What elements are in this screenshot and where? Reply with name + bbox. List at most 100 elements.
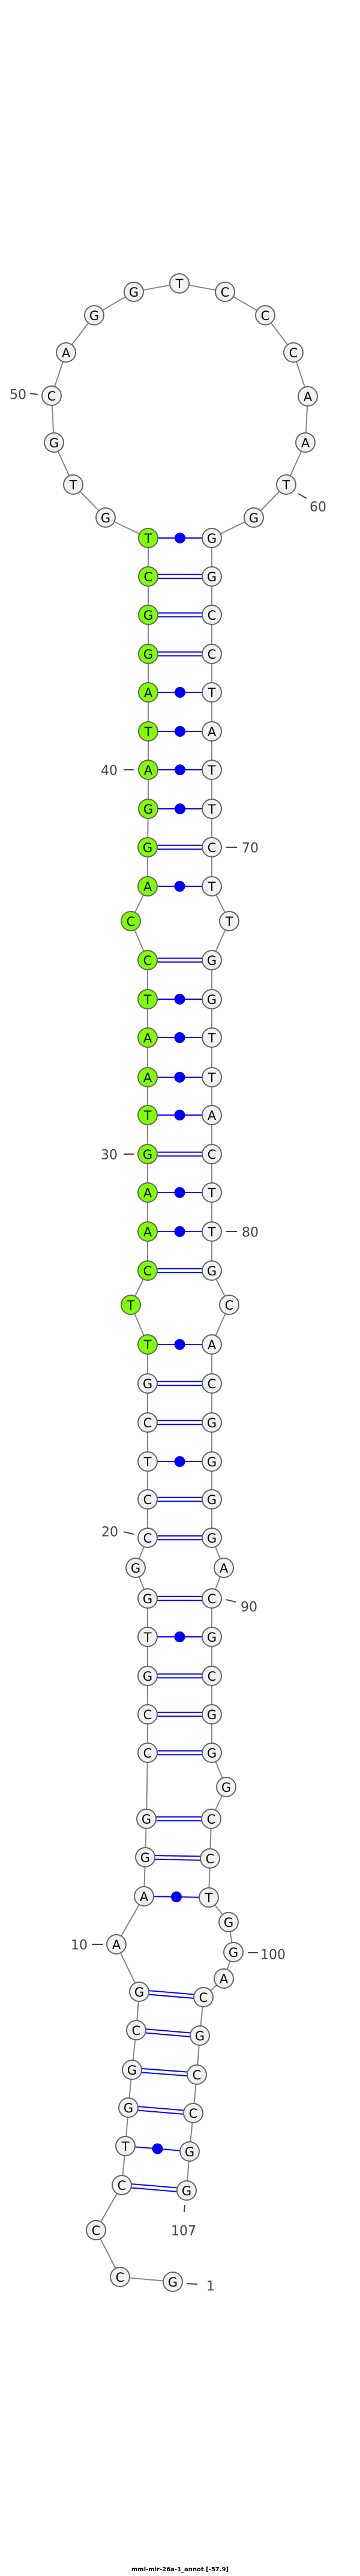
nucleotide-letter: G <box>207 1531 217 1546</box>
nucleotide-letter: G <box>195 2029 205 2043</box>
base-pair-line <box>148 1994 194 1999</box>
nucleotide-circle <box>135 1847 155 1867</box>
base-pair-line <box>154 1858 200 1861</box>
nucleotide-letter: C <box>143 1708 152 1722</box>
nucleotide-letter: C <box>92 2224 101 2238</box>
nucleotide-letter: G <box>207 570 217 584</box>
nucleotide-circle <box>202 1704 222 1725</box>
nucleotide-letter: C <box>199 1991 208 2005</box>
nucleotide-9: G <box>129 1982 149 2002</box>
nucleotide-letter: C <box>208 841 217 855</box>
nucleotide-letter: C <box>206 1852 215 1866</box>
nucleotide-2: C <box>110 2267 130 2287</box>
nucleotide-circle <box>137 1334 158 1355</box>
nucleotide-circle <box>137 1027 158 1048</box>
nucleotide-circle <box>202 605 222 625</box>
nucleotide-103: G <box>190 2025 210 2046</box>
nucleotide-letter: T <box>208 1031 216 1045</box>
nucleotide-circle <box>137 1260 158 1281</box>
nucleotide-circle <box>136 1809 157 1829</box>
nucleotide-65: C <box>202 644 222 664</box>
nucleotide-3: C <box>86 2220 106 2240</box>
base-pair-dot <box>174 1631 185 1642</box>
position-label: 50 <box>10 388 26 403</box>
nucleotide-10: A <box>106 1934 127 1955</box>
nucleotide-71: T <box>202 876 222 896</box>
nucleotide-68: T <box>202 760 222 780</box>
nucleotide-letter: A <box>208 1108 217 1123</box>
nucleotide-circle <box>125 1558 146 1578</box>
nucleotide-circle <box>44 432 64 453</box>
position-label: 20 <box>101 1525 118 1540</box>
nucleotide-letter: A <box>143 1071 152 1085</box>
nucleotide-7: G <box>122 2060 142 2080</box>
nucleotide-letter: G <box>140 1851 150 1865</box>
nucleotide-1: G <box>163 2272 183 2292</box>
nucleotide-letter: G <box>229 1946 238 1960</box>
nucleotide-letter: T <box>143 1108 152 1123</box>
base-pair-dot <box>174 1226 185 1237</box>
nucleotide-circle <box>202 989 222 1009</box>
structure-title: mml-mir-26a-1_annot [-57.9] <box>131 2566 229 2573</box>
nucleotide-circle <box>56 342 76 363</box>
nucleotide-letter: T <box>175 277 184 291</box>
nucleotide-letter: G <box>143 647 153 662</box>
nucleotide-letter: G <box>249 511 259 525</box>
nucleotide-letter: T <box>143 1630 152 1645</box>
position-label: 80 <box>242 1226 259 1241</box>
nucleotide-letter: A <box>301 436 310 450</box>
nucleotide-24: G <box>137 1373 158 1394</box>
nucleotide-letter: T <box>144 531 152 546</box>
nucleotide-circle <box>202 1489 222 1510</box>
nucleotide-circle <box>137 950 158 970</box>
nucleotide-circle <box>202 1144 222 1164</box>
nucleotide-circle <box>202 1221 222 1242</box>
nucleotide-6: G <box>118 2097 139 2118</box>
nucleotide-letter: C <box>143 1531 152 1546</box>
nucleotide-letter: G <box>131 1561 140 1576</box>
nucleotide-41: T <box>138 721 158 742</box>
nucleotide-94: G <box>202 1743 222 1763</box>
nucleotide-letter: C <box>208 1377 217 1391</box>
nucleotide-letter: T <box>225 915 233 929</box>
nucleotide-70: C <box>202 837 222 857</box>
nucleotide-84: C <box>202 1373 222 1394</box>
base-pair-line <box>146 2028 191 2034</box>
nucleotide-letter: G <box>207 1455 217 1469</box>
nucleotide-circle <box>137 1373 158 1394</box>
nucleotide-60: T <box>276 474 296 495</box>
nucleotide-letter: C <box>208 1147 217 1162</box>
nucleotide-letter: T <box>208 1186 216 1200</box>
nucleotide-44: G <box>138 605 158 625</box>
nucleotide-letter: A <box>220 1972 229 1986</box>
nucleotide-circle <box>202 837 222 857</box>
nucleotide-circle <box>202 1182 222 1203</box>
nucleotide-99: G <box>218 1912 239 1932</box>
nucleotide-87: G <box>202 1489 222 1510</box>
nucleotide-11: A <box>134 1886 154 1906</box>
nucleotide-letter: A <box>143 1186 152 1200</box>
nucleotide-circle <box>138 760 158 780</box>
nucleotide-letter: T <box>282 478 290 492</box>
nucleotide-105: C <box>183 2103 203 2123</box>
nucleotide-19: G <box>125 1558 146 1578</box>
nucleotide-102: C <box>193 1987 214 2007</box>
nucleotide-letter: C <box>208 608 217 623</box>
nucleotide-letter: C <box>225 1298 234 1313</box>
nucleotide-circle <box>106 1934 127 1955</box>
nucleotide-letter: G <box>207 531 217 546</box>
nucleotide-5: T <box>115 2136 136 2156</box>
backbone-segment <box>146 1752 148 1819</box>
nucleotide-circle <box>244 507 264 528</box>
nucleotide-circle <box>121 911 141 931</box>
nucleotide-letter: G <box>101 511 110 525</box>
nucleotide-62: G <box>202 528 222 548</box>
nucleotide-88: G <box>202 1528 222 1548</box>
nucleotide-circle <box>137 876 158 896</box>
nucleotide-letter: T <box>208 802 216 817</box>
nucleotide-26: T <box>121 1295 141 1315</box>
base-pair-dot <box>175 533 185 543</box>
nucleotide-37: A <box>137 876 158 896</box>
position-tick <box>226 1599 236 1603</box>
